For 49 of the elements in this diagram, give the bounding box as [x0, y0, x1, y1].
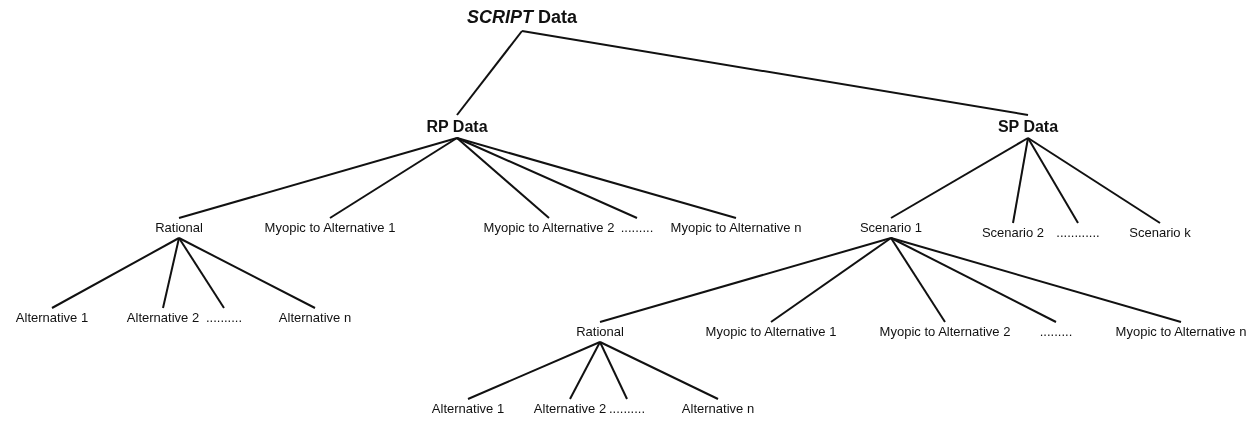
connector-line [1027, 137, 1161, 224]
connector-line [162, 237, 180, 309]
tree-node-label: Myopic to Alternative n [668, 219, 804, 237]
connector-line [1012, 137, 1029, 224]
tree-node-label: .......... [203, 309, 245, 327]
tree-node-label: Myopic to Alternative 2 [481, 219, 617, 237]
connector-line [890, 237, 1057, 323]
connector-line [599, 237, 892, 323]
connector-line [51, 237, 180, 309]
connector-line [1027, 137, 1079, 224]
tree-node-label: Alternative n [276, 309, 354, 327]
tree-node-label: Myopic to Alternative 1 [262, 219, 398, 237]
tree-node-label: Rational [153, 219, 205, 237]
tree-node-label: Rational [574, 323, 626, 341]
connector-line [329, 137, 458, 219]
connector-line [467, 341, 601, 400]
connector-line [456, 137, 550, 219]
tree-node-label: Alternative n [679, 400, 757, 418]
tree-node-label: Scenario k [1127, 224, 1193, 242]
tree-node-label: Scenario 1 [857, 219, 925, 237]
connector-line [599, 341, 719, 400]
connector-line [770, 237, 892, 323]
tree-node-label: ......... [1037, 323, 1075, 341]
connector-line [521, 30, 1029, 116]
connector-line [599, 341, 628, 400]
connector-line [569, 341, 601, 400]
tree-node-label: Alternative 2 [531, 400, 609, 418]
tree-node-label: .......... [606, 400, 648, 418]
tree-node-label: Alternative 1 [429, 400, 507, 418]
tree-node-label: Scenario 2 [979, 224, 1047, 242]
connector-line [456, 30, 523, 116]
tree-node-label: Myopic to Alternative n [1113, 323, 1249, 341]
category-heading: SP Data [995, 116, 1061, 138]
tree-node-label: Myopic to Alternative 2 [877, 323, 1013, 341]
tree-node-label: Alternative 1 [13, 309, 91, 327]
category-heading: RP Data [424, 116, 490, 138]
connector-line [456, 137, 737, 219]
tree-node-label: Myopic to Alternative 1 [703, 323, 839, 341]
tree-node-label: Alternative 2 [124, 309, 202, 327]
connector-line [890, 237, 1182, 323]
connector-line [890, 237, 946, 323]
connector-line [890, 137, 1029, 219]
tree-node-label: ......... [618, 219, 656, 237]
category-heading: SCRIPT Data [465, 6, 579, 30]
connector-line [178, 237, 316, 309]
connector-line [178, 237, 225, 309]
connector-line [178, 137, 458, 219]
tree-node-label: ............ [1054, 224, 1102, 242]
connector-line [456, 137, 638, 219]
